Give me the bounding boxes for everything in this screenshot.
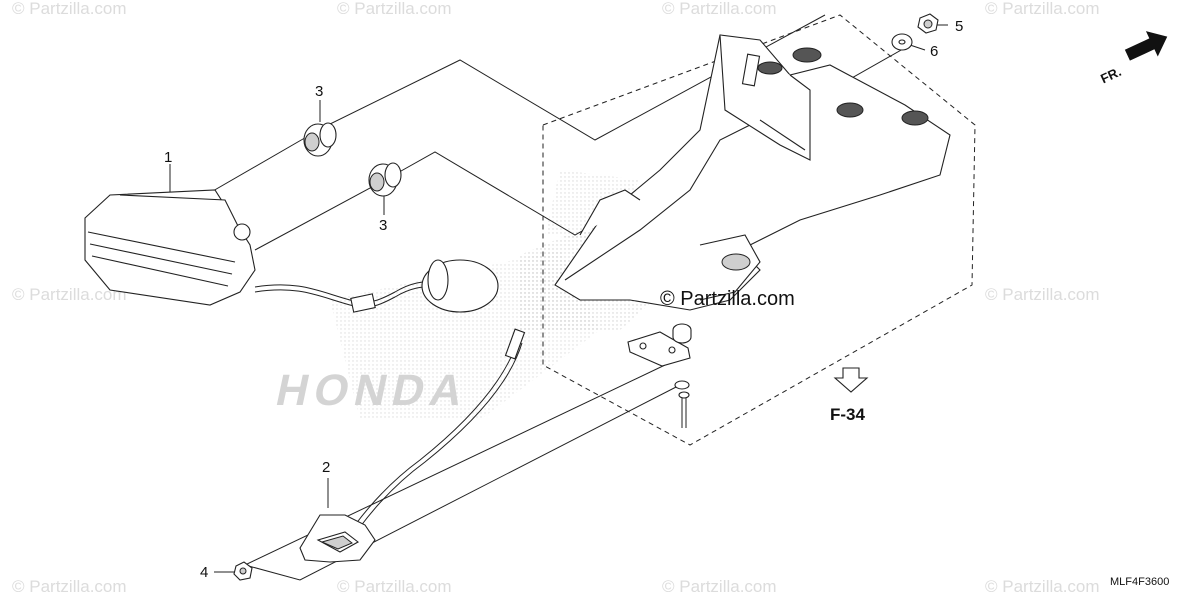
rear-fender-body	[554, 34, 951, 311]
callout-6: 6	[930, 43, 938, 60]
front-direction-arrow	[1124, 31, 1168, 61]
watermark-center: © Partzilla.com	[660, 288, 795, 310]
callout-4: 4	[200, 564, 208, 581]
watermark-top-left: © Partzilla.com	[12, 0, 127, 18]
screw	[678, 391, 690, 428]
tail-light-assembly	[84, 189, 499, 313]
collar	[672, 323, 692, 344]
callout-3-upper: 3	[315, 83, 323, 100]
grommet-upper	[303, 122, 337, 157]
grommet-lower	[368, 162, 402, 197]
license-light-assembly	[299, 328, 526, 563]
callout-5: 5	[955, 18, 963, 35]
background-logo: HONDA	[272, 366, 474, 414]
callout-3-lower: 3	[379, 217, 387, 234]
watermark-top-mid: © Partzilla.com	[337, 0, 452, 18]
watermark-top-far: © Partzilla.com	[985, 0, 1100, 18]
callout-2: 2	[322, 459, 330, 476]
watermark-bottom-far: © Partzilla.com	[985, 577, 1100, 596]
diagram-code: MLF4F3600	[1110, 576, 1169, 588]
watermark-bottom-right: © Partzilla.com	[662, 577, 777, 596]
watermark-bottom-mid: © Partzilla.com	[337, 577, 452, 596]
watermark-group: © Partzilla.com © Partzilla.com © Partzi…	[12, 0, 1100, 596]
front-direction-label: FR.	[1098, 64, 1123, 86]
screw-part-4	[233, 561, 253, 581]
nut-part-5	[917, 13, 939, 34]
watermark-mid-right: © Partzilla.com	[985, 285, 1100, 304]
reference-arrow	[833, 367, 869, 393]
washer-part-6	[891, 33, 913, 51]
assembly-boundary	[542, 14, 976, 446]
watermark-bottom-left: © Partzilla.com	[12, 577, 127, 596]
callout-1: 1	[164, 149, 172, 166]
washer-small	[674, 380, 690, 390]
reference-label: F-34	[830, 405, 866, 424]
watermark-top-right: © Partzilla.com	[662, 0, 777, 18]
watermark-mid-left: © Partzilla.com	[12, 285, 127, 304]
